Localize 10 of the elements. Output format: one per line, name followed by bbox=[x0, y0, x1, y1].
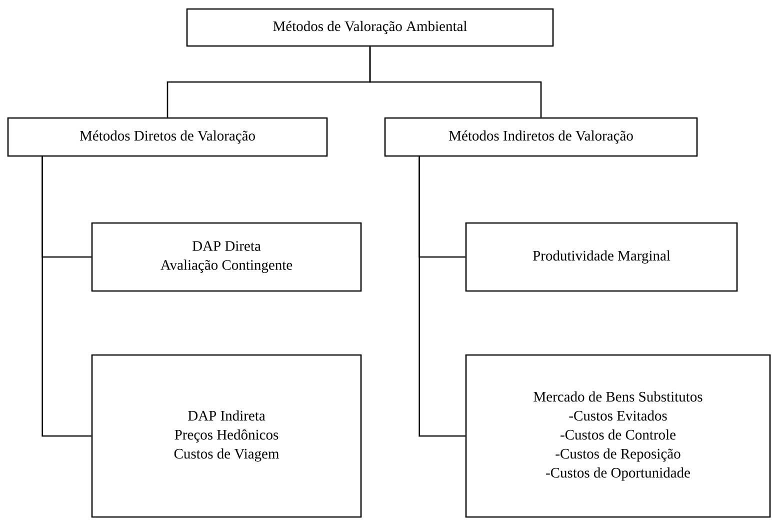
text-box: DAP Direta Avaliação Contingente bbox=[91, 222, 362, 292]
text-box: Métodos Diretos de Valoração bbox=[7, 117, 328, 157]
connector-line bbox=[369, 46, 542, 118]
connector-line bbox=[42, 156, 92, 437]
text-box: DAP Indireta Preços Hedônicos Custos de Viagem bbox=[91, 354, 362, 518]
text-box: Produtividade Marginal bbox=[465, 222, 738, 292]
text-box: Mercado de Bens Substitutos -Custos Evitados -Custos de Controle -Custos de Reposição -Custos de Oportunidade bbox=[465, 354, 771, 518]
text-box: Métodos Indiretos de Valoração bbox=[384, 117, 698, 157]
connector-line bbox=[418, 156, 466, 437]
text-box: Métodos de Valoração Ambiental bbox=[186, 8, 554, 47]
